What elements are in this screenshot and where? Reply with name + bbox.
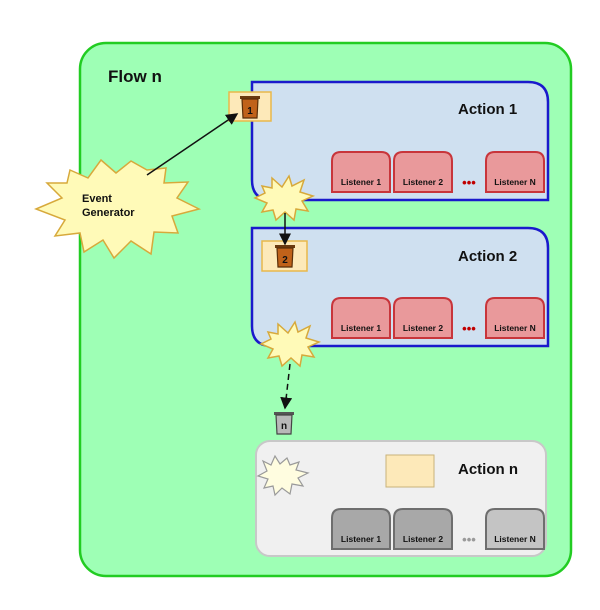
action-n-box [255,440,547,557]
action-1-listeners: Listener 1 Listener 2 ••• Listener N [331,151,545,193]
event-badge-number: n [281,421,287,432]
action-2-event-badge: 2 [261,240,308,272]
listener-ellipsis: ••• [462,321,476,336]
event-queue-icon [275,414,293,435]
pending-event-n: n [274,412,294,435]
action-2-title: Action 2 [458,248,517,265]
action-1-box [250,80,550,202]
listener-label: Listener N [494,177,536,187]
action-1-burst-icon [253,174,316,222]
listener-ellipsis: ••• [462,175,476,190]
listener-label: Listener 1 [341,177,381,187]
listener-2[interactable]: Listener 2 [393,151,453,193]
listener-label: Listener N [494,534,536,544]
event-generator-label-line1: Event [82,193,112,205]
listener-1[interactable]: Listener 1 [331,151,391,193]
action-1-event-badge: 1 [228,91,272,122]
generator-to-action-1-arrow [146,113,239,176]
action-2-burst-icon [259,320,322,368]
listener-n[interactable]: Listener N [485,297,545,339]
listener-label: Listener 1 [341,323,381,333]
listener-1[interactable]: Listener 1 [331,297,391,339]
listener-label: Listener 2 [403,177,443,187]
listener-label: Listener 2 [403,534,443,544]
event-badge-number: 1 [247,106,253,117]
event-generator-burst-icon [33,158,202,260]
listener-n[interactable]: Listener N [485,508,545,550]
listener-label: Listener 2 [403,323,443,333]
listener-label: Listener 1 [341,534,381,544]
listener-n[interactable]: Listener N [485,151,545,193]
listener-1[interactable]: Listener 1 [331,508,391,550]
listener-ellipsis: ••• [462,532,476,547]
listener-2[interactable]: Listener 2 [393,508,453,550]
action-n-empty-badge [385,454,435,488]
action-n-listeners: Listener 1 Listener 2 ••• Listener N [331,508,545,550]
action-n-title: Action n [458,461,518,478]
event-generator-label-line2: Generator [82,207,135,219]
action-2-to-action-n-arrow [280,363,293,410]
flow-title: Flow n [108,67,162,86]
event-badge-number: 2 [282,255,288,266]
action-n-burst-icon [256,454,310,497]
event-queue-icon [275,245,295,268]
listener-label: Listener N [494,323,536,333]
action-2-listeners: Listener 1 Listener 2 ••• Listener N [331,297,545,339]
action-2-box [250,226,550,348]
listener-2[interactable]: Listener 2 [393,297,453,339]
event-queue-icon [240,96,260,119]
action-1-title: Action 1 [458,101,517,118]
